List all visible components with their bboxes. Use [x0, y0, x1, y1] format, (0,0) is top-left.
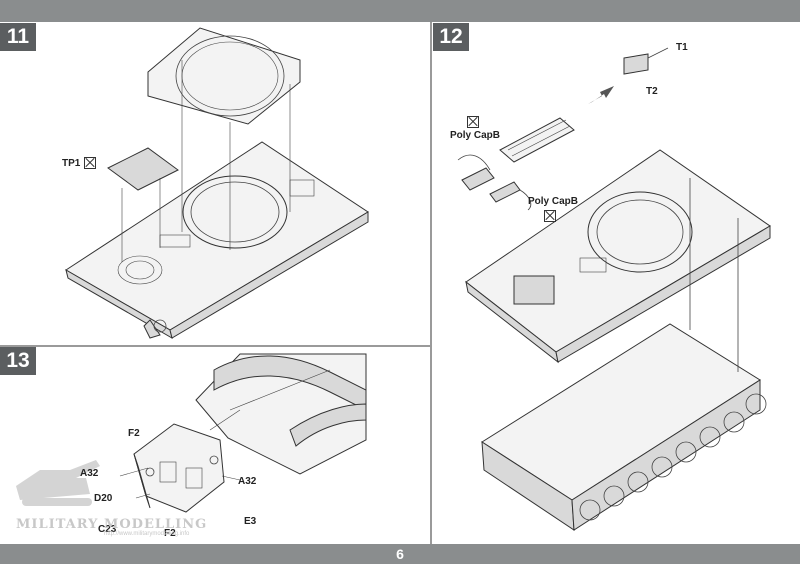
part-label-poly-capb-2: Poly CapB [528, 196, 579, 207]
step12-hull-drawing [465, 149, 771, 364]
part-label-a32-right: A32 [238, 476, 257, 487]
arrow-down-left-icon [588, 86, 614, 104]
step-number-13: 13 [0, 347, 36, 375]
top-bar [0, 0, 800, 22]
part-label-f2-top: F2 [128, 428, 140, 439]
part-label-a32-left: A32 [80, 468, 99, 479]
part-label-tp1: TP1 [62, 158, 81, 169]
step11-hull-drawing [65, 141, 369, 340]
step11-tp1-mesh [107, 147, 179, 262]
part-label-e3: E3 [244, 516, 257, 527]
watermark-url: http://www.militarymodelling.info [104, 531, 190, 537]
page-number: 6 [396, 546, 404, 562]
bottom-bar [0, 544, 800, 564]
part-label-c23: C23 [98, 524, 117, 535]
step-number-11: 11 [0, 23, 36, 51]
part-label-f2-bottom: F2 [164, 528, 176, 539]
part-label-t1: T1 [676, 42, 688, 53]
panel-divider-vertical [430, 22, 432, 544]
watermark-text: MILITARY MODELLING [16, 517, 208, 532]
poly-cap-icon [544, 210, 556, 222]
part-label-poly-capb-1: Poly CapB [450, 130, 501, 141]
watermark-tank-silhouette [16, 460, 100, 506]
step13-bracket [119, 409, 241, 513]
step12-lower-hull [481, 178, 767, 531]
step12-suspension-parts [457, 47, 669, 211]
poly-cap-icon [467, 116, 479, 128]
part-label-t2: T2 [646, 86, 658, 97]
part-label-d20: D20 [94, 493, 113, 504]
step-number-12: 12 [433, 23, 469, 51]
poly-cap-icon [84, 157, 96, 169]
panel-divider-horizontal [0, 345, 430, 347]
step11-turret-ring-plate [147, 27, 301, 250]
step13-hull-rear [195, 353, 367, 475]
